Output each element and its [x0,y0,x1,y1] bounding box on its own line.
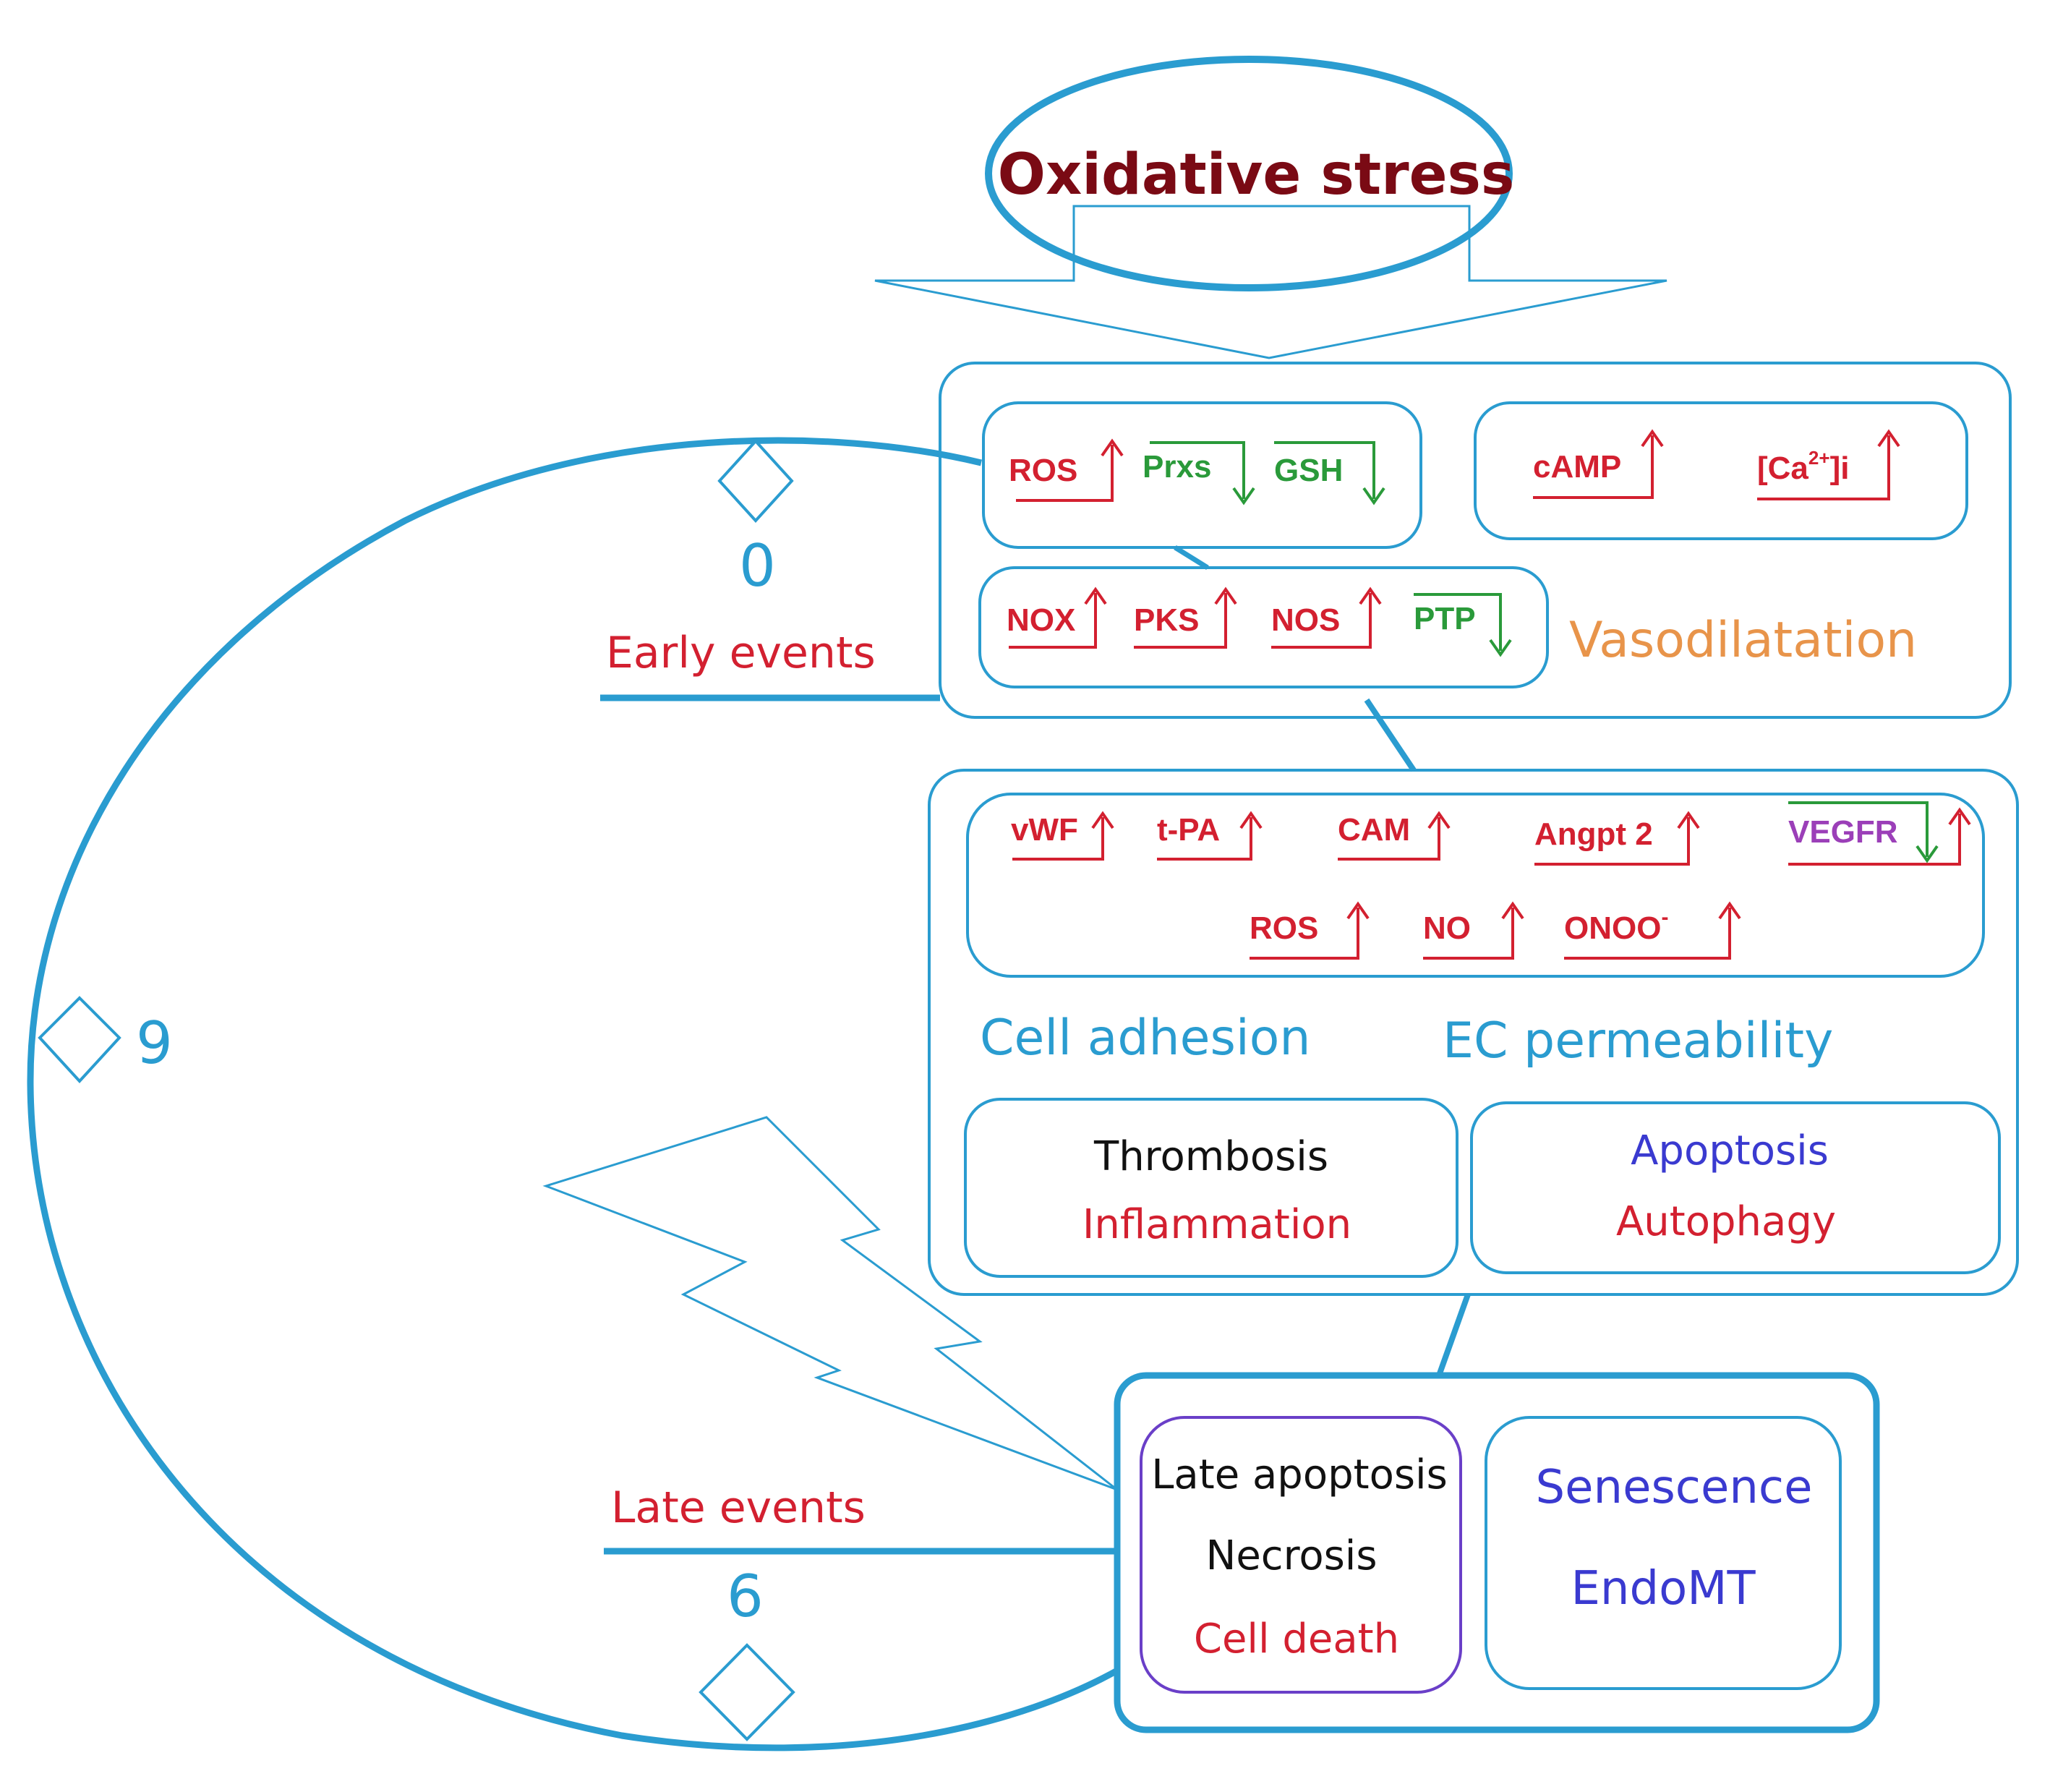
vasodilatation-label: Vasodilatation [1569,612,1917,669]
late-events-box [1114,1372,1880,1733]
svg-text:VEGFR: VEGFR [1788,814,1898,850]
early-events-box [939,362,2012,719]
cell-adhesion-label: Cell adhesion [980,1010,1311,1067]
autophagy-label: Autophagy [1616,1198,1836,1245]
marker-onoo: ONOO- [1564,901,1741,960]
marker-pks: PKS [1134,586,1237,649]
svg-text:NOS: NOS [1271,602,1340,638]
svg-text:NO: NO [1423,910,1471,946]
funnel-arrow [874,205,1667,359]
connector-early-inner [1174,545,1209,570]
svg-text:Prxs: Prxs [1143,449,1211,485]
late-apoptosis-label: Late apoptosis [1151,1451,1448,1498]
middle-markers-box [966,793,1985,978]
connector-middle-late [1436,1293,1471,1377]
timeline-number-9: 9 [136,1010,173,1077]
early-markers-box-1 [982,401,1422,549]
marker-nox: NOX [1007,586,1107,649]
marker-nos: NOS [1271,586,1382,649]
timeline-circle-arc [27,437,1119,1752]
marker-vwf: vWF [1011,811,1114,861]
page-title: Oxidative stress [998,142,1515,208]
senescence-label: Senescence [1536,1461,1813,1514]
svg-text:PTP: PTP [1414,601,1476,636]
marker-calcium: [Ca2+]i [1757,429,1900,500]
marker-ros-mid: ROS [1250,901,1370,960]
svg-text:PKS: PKS [1134,602,1199,638]
ec-permeability-label: EC permeability [1443,1012,1833,1070]
marker-ros-early: ROS [1009,438,1124,502]
marker-vegfr: VEGFR [1788,801,1971,866]
senescence-box [1485,1416,1842,1690]
timeline-number-0: 0 [739,532,776,600]
inflammation-label: Inflammation [1082,1201,1351,1248]
svg-text:ROS: ROS [1009,453,1077,488]
thrombosis-box [964,1098,1459,1278]
late-events-label: Late events [611,1482,866,1533]
early-markers-box-2 [978,566,1549,688]
early-events-label: Early events [606,628,876,678]
apoptosis-box [1470,1101,2001,1274]
diamond-icon-6 [699,1643,795,1741]
svg-text:ROS: ROS [1250,910,1318,946]
svg-text:NOX: NOX [1007,602,1075,638]
svg-text:GSH: GSH [1274,453,1343,488]
endomt-label: EndoMT [1571,1562,1756,1616]
cell-death-box [1140,1416,1462,1694]
marker-camp: cAMP [1533,429,1664,499]
svg-text:t-PA: t-PA [1157,812,1220,848]
apoptosis-label: Apoptosis [1631,1127,1829,1174]
marker-cam: CAM [1338,811,1451,861]
svg-text:Angpt 2: Angpt 2 [1534,816,1653,852]
middle-events-box [928,769,2019,1296]
diamond-icon-0 [717,439,794,523]
lightning-bolt-icon [542,1116,1118,1491]
svg-text:ONOO-: ONOO- [1564,905,1668,946]
marker-ptp: PTP [1414,593,1512,657]
diamond-icon-9 [38,996,121,1083]
svg-text:cAMP: cAMP [1533,449,1621,485]
svg-text:CAM: CAM [1338,812,1410,848]
marker-gsh: GSH [1274,441,1385,505]
marker-tpa: t-PA [1157,811,1263,861]
connector-early-middle [1364,698,1417,772]
svg-text:vWF: vWF [1011,812,1078,848]
necrosis-label: Necrosis [1205,1532,1377,1579]
marker-prxs: Prxs [1143,441,1255,505]
thrombosis-label: Thrombosis [1093,1133,1328,1180]
title-ellipse [985,56,1513,291]
early-markers-box-right [1474,401,1968,540]
marker-angpt2: Angpt 2 [1534,811,1700,866]
marker-no: NO [1423,901,1524,960]
cell-death-label: Cell death [1194,1616,1399,1663]
svg-text:[Ca2+]i: [Ca2+]i [1757,447,1849,486]
timeline-number-6: 6 [727,1563,764,1630]
